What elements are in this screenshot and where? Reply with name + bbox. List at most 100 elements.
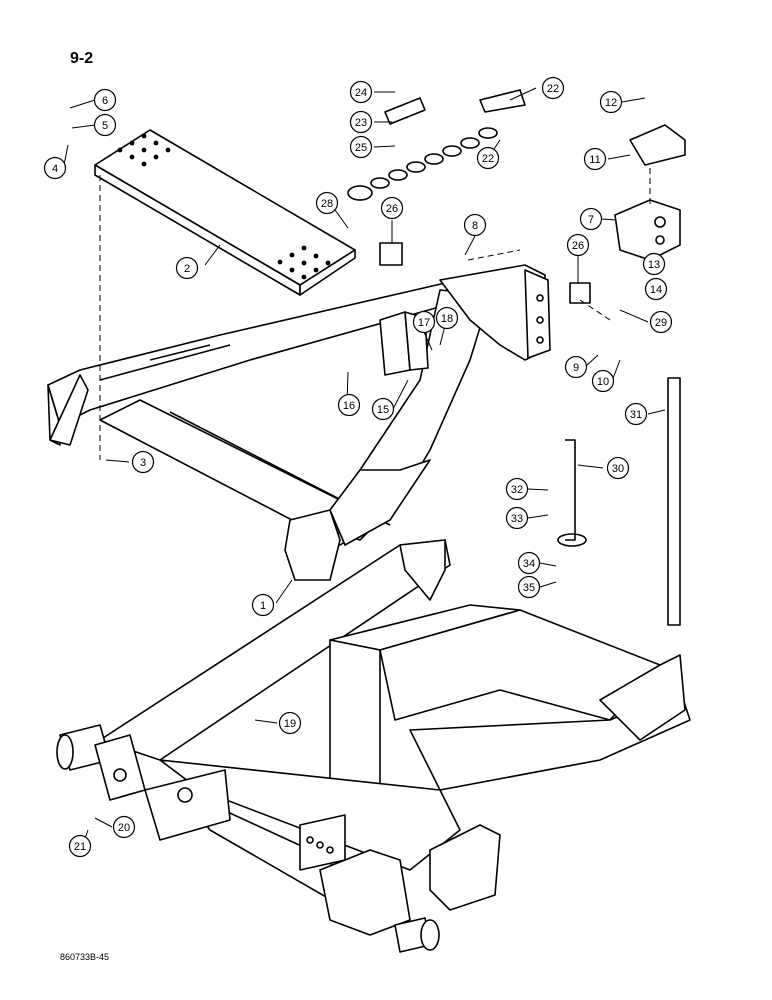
callout-label: 5 (102, 120, 108, 132)
main-frame (99, 539, 691, 936)
callout-c33: 33 (505, 506, 529, 530)
right-hitch-beam (284, 289, 491, 581)
callout-c26b: 26 (566, 233, 590, 257)
callout-label: 12 (605, 97, 617, 109)
callout-c15: 15 (371, 397, 395, 421)
callout-c25: 25 (349, 135, 373, 159)
callout-circle (505, 477, 529, 501)
callout-c19: 19 (278, 711, 302, 735)
callout-circle (517, 575, 541, 599)
callout-label: 22 (482, 153, 494, 165)
callout-c13: 13 (642, 252, 666, 276)
callout-label: 21 (74, 841, 86, 853)
callout-label: 9 (573, 362, 579, 374)
callout-circle (463, 213, 487, 237)
callout-c23: 23 (349, 110, 373, 134)
callout-label: 33 (511, 513, 523, 525)
callout-circle (644, 277, 668, 301)
assembly-lines (99, 168, 651, 460)
drawbar-plate (94, 129, 356, 296)
callout-circle (68, 834, 92, 858)
callout-circle (541, 76, 565, 100)
leader-lines (63, 87, 666, 843)
figure-code: 860733B-45 (60, 952, 110, 962)
callout-c16: 16 (337, 393, 361, 417)
callout-circle (380, 196, 404, 220)
callout-c8: 8 (463, 213, 487, 237)
callout-circle (278, 711, 302, 735)
callout-c20: 20 (112, 815, 136, 839)
wear-plate-left (379, 242, 403, 266)
callout-circle (583, 147, 607, 171)
safety-chain (347, 89, 526, 201)
callout-c5: 5 (93, 113, 117, 137)
callout-circle (642, 252, 666, 276)
frame-drawing (47, 89, 691, 953)
callout-label: 2 (184, 263, 190, 275)
callout-label: 25 (355, 142, 367, 154)
callout-label: 26 (572, 240, 584, 252)
callout-c29: 29 (649, 310, 673, 334)
callout-label: 10 (597, 376, 609, 388)
callout-label: 16 (343, 400, 355, 412)
callout-c18: 18 (435, 306, 459, 330)
callout-c34: 34 (517, 551, 541, 575)
callout-circle (505, 506, 529, 530)
callout-c31: 31 (624, 402, 648, 426)
callout-c17: 17 (412, 310, 436, 334)
callout-c4: 4 (43, 156, 67, 180)
callout-circle (517, 551, 541, 575)
callout-c32: 32 (505, 477, 529, 501)
callout-label: 4 (52, 163, 58, 175)
wear-plate-right (569, 282, 591, 304)
jack-stand (557, 377, 681, 626)
callout-c22a: 22 (541, 76, 565, 100)
callout-circle (476, 146, 500, 170)
callout-circle (435, 306, 459, 330)
callout-label: 26 (386, 203, 398, 215)
callout-label: 19 (284, 718, 296, 730)
callout-c1: 1 (251, 593, 275, 617)
callout-circle (112, 815, 136, 839)
callout-label: 6 (102, 95, 108, 107)
callout-circle (591, 369, 615, 393)
callout-circle (599, 90, 623, 114)
callout-circle (566, 233, 590, 257)
callout-label: 14 (650, 284, 662, 296)
callout-circle (624, 402, 648, 426)
callout-circle (251, 593, 275, 617)
callout-label: 1 (260, 600, 266, 612)
callout-circle (606, 456, 630, 480)
callout-label: 7 (588, 214, 594, 226)
callout-c21: 21 (68, 834, 92, 858)
callout-circle (337, 393, 361, 417)
callout-c30: 30 (606, 456, 630, 480)
callout-circle (349, 110, 373, 134)
callout-label: 15 (377, 404, 389, 416)
callout-label: 18 (441, 313, 453, 325)
callout-c12: 12 (599, 90, 623, 114)
callout-label: 13 (648, 259, 660, 271)
callout-circle (93, 113, 117, 137)
callout-label: 20 (118, 822, 130, 834)
callout-label: 34 (523, 558, 535, 570)
callout-label: 22 (547, 83, 559, 95)
callout-label: 28 (321, 198, 333, 210)
callout-label: 30 (612, 463, 624, 475)
callout-label: 35 (523, 582, 535, 594)
callout-circle (564, 355, 588, 379)
callout-c26a: 26 (380, 196, 404, 220)
callout-circle (131, 450, 155, 474)
callout-circle (349, 135, 373, 159)
callout-c14: 14 (644, 277, 668, 301)
callout-label: 29 (655, 317, 667, 329)
callout-label: 32 (511, 484, 523, 496)
callout-c10: 10 (591, 369, 615, 393)
callout-label: 8 (472, 220, 478, 232)
clevis-hitch (614, 124, 686, 261)
callout-c7: 7 (579, 207, 603, 231)
pivot-brackets (94, 734, 346, 871)
